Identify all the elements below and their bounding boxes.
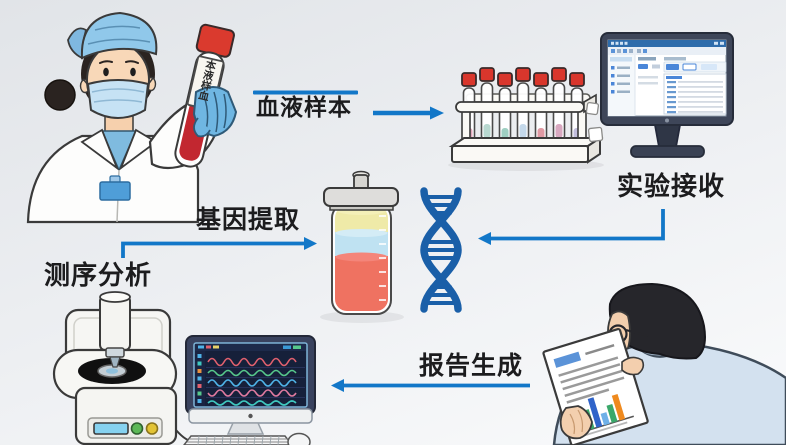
small-box — [587, 126, 604, 143]
small-box — [585, 101, 600, 116]
jar-graduations — [379, 215, 386, 301]
power-dot — [665, 118, 669, 123]
waveform-monitor — [185, 335, 316, 435]
id-badge — [99, 181, 131, 201]
surgical-cap — [80, 11, 158, 60]
lims-screen — [607, 39, 727, 117]
label-gene-extraction: 基因提取 — [196, 206, 301, 234]
power-dot — [248, 413, 253, 419]
label-blood-sample: 血液样本 — [256, 94, 352, 120]
mouse — [287, 432, 311, 445]
green-button — [130, 422, 144, 435]
label-report-generation: 报告生成 — [419, 352, 524, 380]
arrow-extraction-to-jar — [121, 237, 317, 258]
label-sequencing-analysis: 测序分析 — [44, 260, 153, 290]
waveform-traces — [207, 357, 297, 406]
specimen-jar — [323, 170, 399, 315]
hand — [621, 356, 645, 376]
lims-monitor — [600, 32, 734, 158]
report-header-block — [553, 351, 582, 368]
arrow-reception-to-dna — [478, 209, 665, 245]
sequencer-probe — [105, 347, 125, 358]
tube-cap — [195, 23, 235, 58]
arrow-report-to-monitor — [331, 379, 530, 392]
lims-toolbar — [608, 47, 726, 55]
yellow-button — [145, 422, 159, 435]
waveform-screen — [193, 342, 308, 408]
jar-lid — [323, 187, 399, 207]
hand — [559, 405, 593, 440]
nurse-figure — [26, 11, 238, 224]
gloved-hand — [192, 86, 238, 138]
report-person — [542, 282, 786, 445]
arrow-blood-sample — [253, 90, 444, 120]
label-lab-reception: 实验接收 — [617, 171, 726, 201]
sequencer-display — [93, 422, 129, 435]
sequencer-cylinder — [99, 295, 131, 351]
sequencer-machine — [52, 291, 201, 445]
monitor-stand — [226, 422, 265, 435]
lims-titlebar — [608, 40, 726, 47]
monitor-base — [630, 145, 705, 158]
tube-rack — [448, 67, 604, 164]
keyboard — [183, 435, 293, 445]
jar-liquids — [335, 206, 388, 311]
monitor-stand — [653, 124, 682, 148]
face-mask — [86, 79, 150, 119]
dna-helix-icon — [420, 187, 462, 313]
